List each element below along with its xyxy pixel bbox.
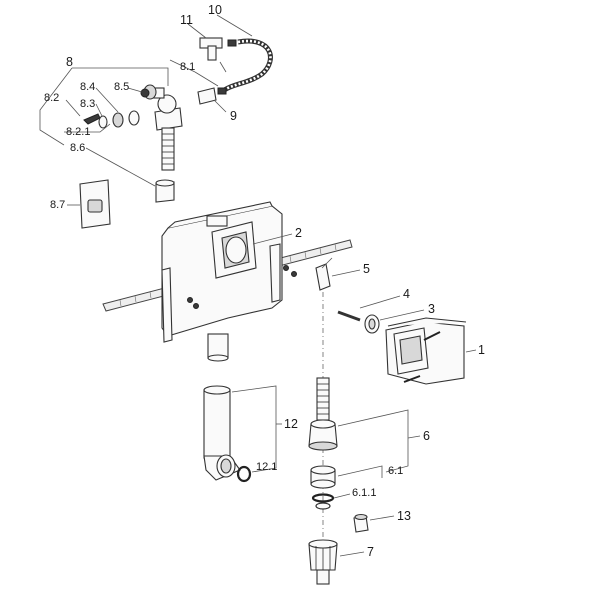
cistern-body bbox=[161, 201, 283, 362]
callout-3: 3 bbox=[428, 302, 435, 316]
part-8-6-float bbox=[155, 179, 175, 203]
callout-12: 12 bbox=[284, 417, 298, 431]
part-12-1-o-ring bbox=[236, 465, 252, 483]
mounting-screws bbox=[187, 265, 297, 309]
leader-lines bbox=[39, 14, 477, 557]
callout-5: 5 bbox=[363, 262, 370, 276]
callout-4: 4 bbox=[403, 287, 410, 301]
callout-8-2-1: 8.2.1 bbox=[66, 126, 90, 138]
part-2-actuator-frame bbox=[211, 221, 257, 279]
part-8-7-sticker bbox=[79, 179, 111, 229]
callout-9: 9 bbox=[230, 109, 237, 123]
callout-labels: 10 11 8 8.1 8.4 8.5 8.2 8.3 8.2.1 8.6 8.… bbox=[44, 3, 485, 559]
callout-12-1: 12.1 bbox=[256, 461, 277, 473]
callout-7: 7 bbox=[367, 545, 374, 559]
part-3-adapter bbox=[364, 314, 380, 334]
callout-6: 6 bbox=[423, 429, 430, 443]
callout-8-4: 8.4 bbox=[80, 81, 95, 93]
callout-8-5: 8.5 bbox=[114, 81, 129, 93]
part-6-1-ring bbox=[310, 465, 336, 489]
parts-8-2-to-8-5 bbox=[83, 88, 150, 129]
callout-8-2: 8.2 bbox=[44, 92, 59, 104]
part-6-1-1-seal bbox=[311, 493, 335, 510]
part-4-rod bbox=[337, 310, 361, 322]
callout-13: 13 bbox=[397, 509, 411, 523]
callout-6-1-1: 6.1.1 bbox=[352, 487, 376, 499]
callout-2: 2 bbox=[295, 226, 302, 240]
part-1-actuator-plate bbox=[385, 317, 467, 385]
callout-8-7: 8.7 bbox=[50, 199, 65, 211]
part-9-bracket bbox=[197, 87, 217, 105]
part-8-fill-valve bbox=[143, 84, 183, 171]
part-12-elbow-pipe bbox=[203, 385, 241, 481]
callout-8-6: 8.6 bbox=[70, 142, 85, 154]
callout-6-1: 6.1 bbox=[388, 465, 403, 477]
part-10-hose bbox=[217, 38, 273, 95]
callout-8-3: 8.3 bbox=[80, 98, 95, 110]
callout-8: 8 bbox=[66, 55, 73, 69]
callout-11: 11 bbox=[180, 13, 193, 27]
part-6-flush-valve bbox=[308, 377, 338, 451]
callout-10: 10 bbox=[208, 3, 222, 17]
callout-8-1: 8.1 bbox=[180, 61, 195, 73]
part-13-cap bbox=[353, 513, 369, 533]
part-5-lever bbox=[315, 257, 333, 291]
part-11-angle-valve bbox=[199, 37, 227, 73]
callout-1: 1 bbox=[478, 343, 485, 357]
part-7-strainer bbox=[308, 539, 338, 585]
